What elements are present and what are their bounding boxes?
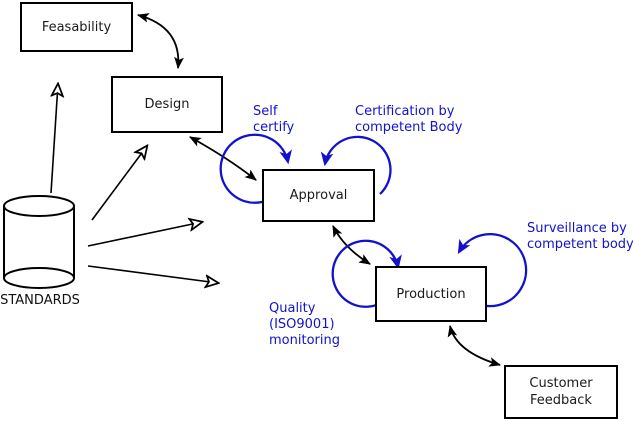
node-customer-feedback: Customer Feedback (504, 365, 618, 419)
annotation-surveillance-line2: competent body (527, 237, 633, 252)
annotation-surveillance-line1: Surveillance by (527, 221, 627, 236)
node-design: Design (111, 76, 223, 133)
annotation-self-certify-line2: certify (253, 120, 295, 135)
annotation-certification: Certification by competent Body (355, 104, 462, 136)
annotation-certification-line2: competent Body (355, 120, 463, 135)
node-production: Production (375, 266, 487, 322)
arrow-design-approval (189, 136, 257, 181)
arrow-feasibility-design (136, 13, 184, 70)
loop-surveillance (457, 233, 528, 308)
standards-label: STANDARDS (0, 293, 80, 308)
loop-self-certify (219, 133, 292, 204)
arrow-standards-to-feasibility (51, 84, 58, 194)
arrow-standards-to-approval (87, 222, 202, 247)
node-customer-feedback-line2: Feedback (530, 393, 592, 408)
arrow-production-customer-feedback (447, 324, 502, 367)
annotation-self-certify-line1: Self (253, 104, 278, 119)
annotation-surveillance: Surveillance by competent body (527, 221, 633, 253)
loop-quality-monitoring (331, 239, 402, 308)
annotation-quality-line1: Quality (269, 301, 316, 316)
annotation-quality-line2: (ISO9001) (269, 317, 335, 332)
arrow-standards-to-production (87, 265, 218, 283)
node-feasibility: Feasability (20, 2, 133, 52)
annotation-self-certify: Self certify (253, 104, 294, 136)
standards-cylinder (3, 195, 75, 289)
annotation-certification-line1: Certification by (355, 104, 455, 119)
node-customer-feedback-line1: Customer (529, 376, 593, 391)
node-production-label: Production (396, 286, 466, 302)
annotation-quality-line3: monitoring (269, 333, 340, 348)
node-feasibility-label: Feasability (41, 19, 112, 35)
node-approval: Approval (262, 169, 375, 222)
arrow-standards-to-design (91, 146, 147, 221)
node-design-label: Design (144, 97, 190, 112)
loop-certification (320, 135, 392, 195)
node-approval-label: Approval (289, 188, 348, 203)
annotation-quality-monitoring: Quality (ISO9001) monitoring (269, 301, 340, 349)
